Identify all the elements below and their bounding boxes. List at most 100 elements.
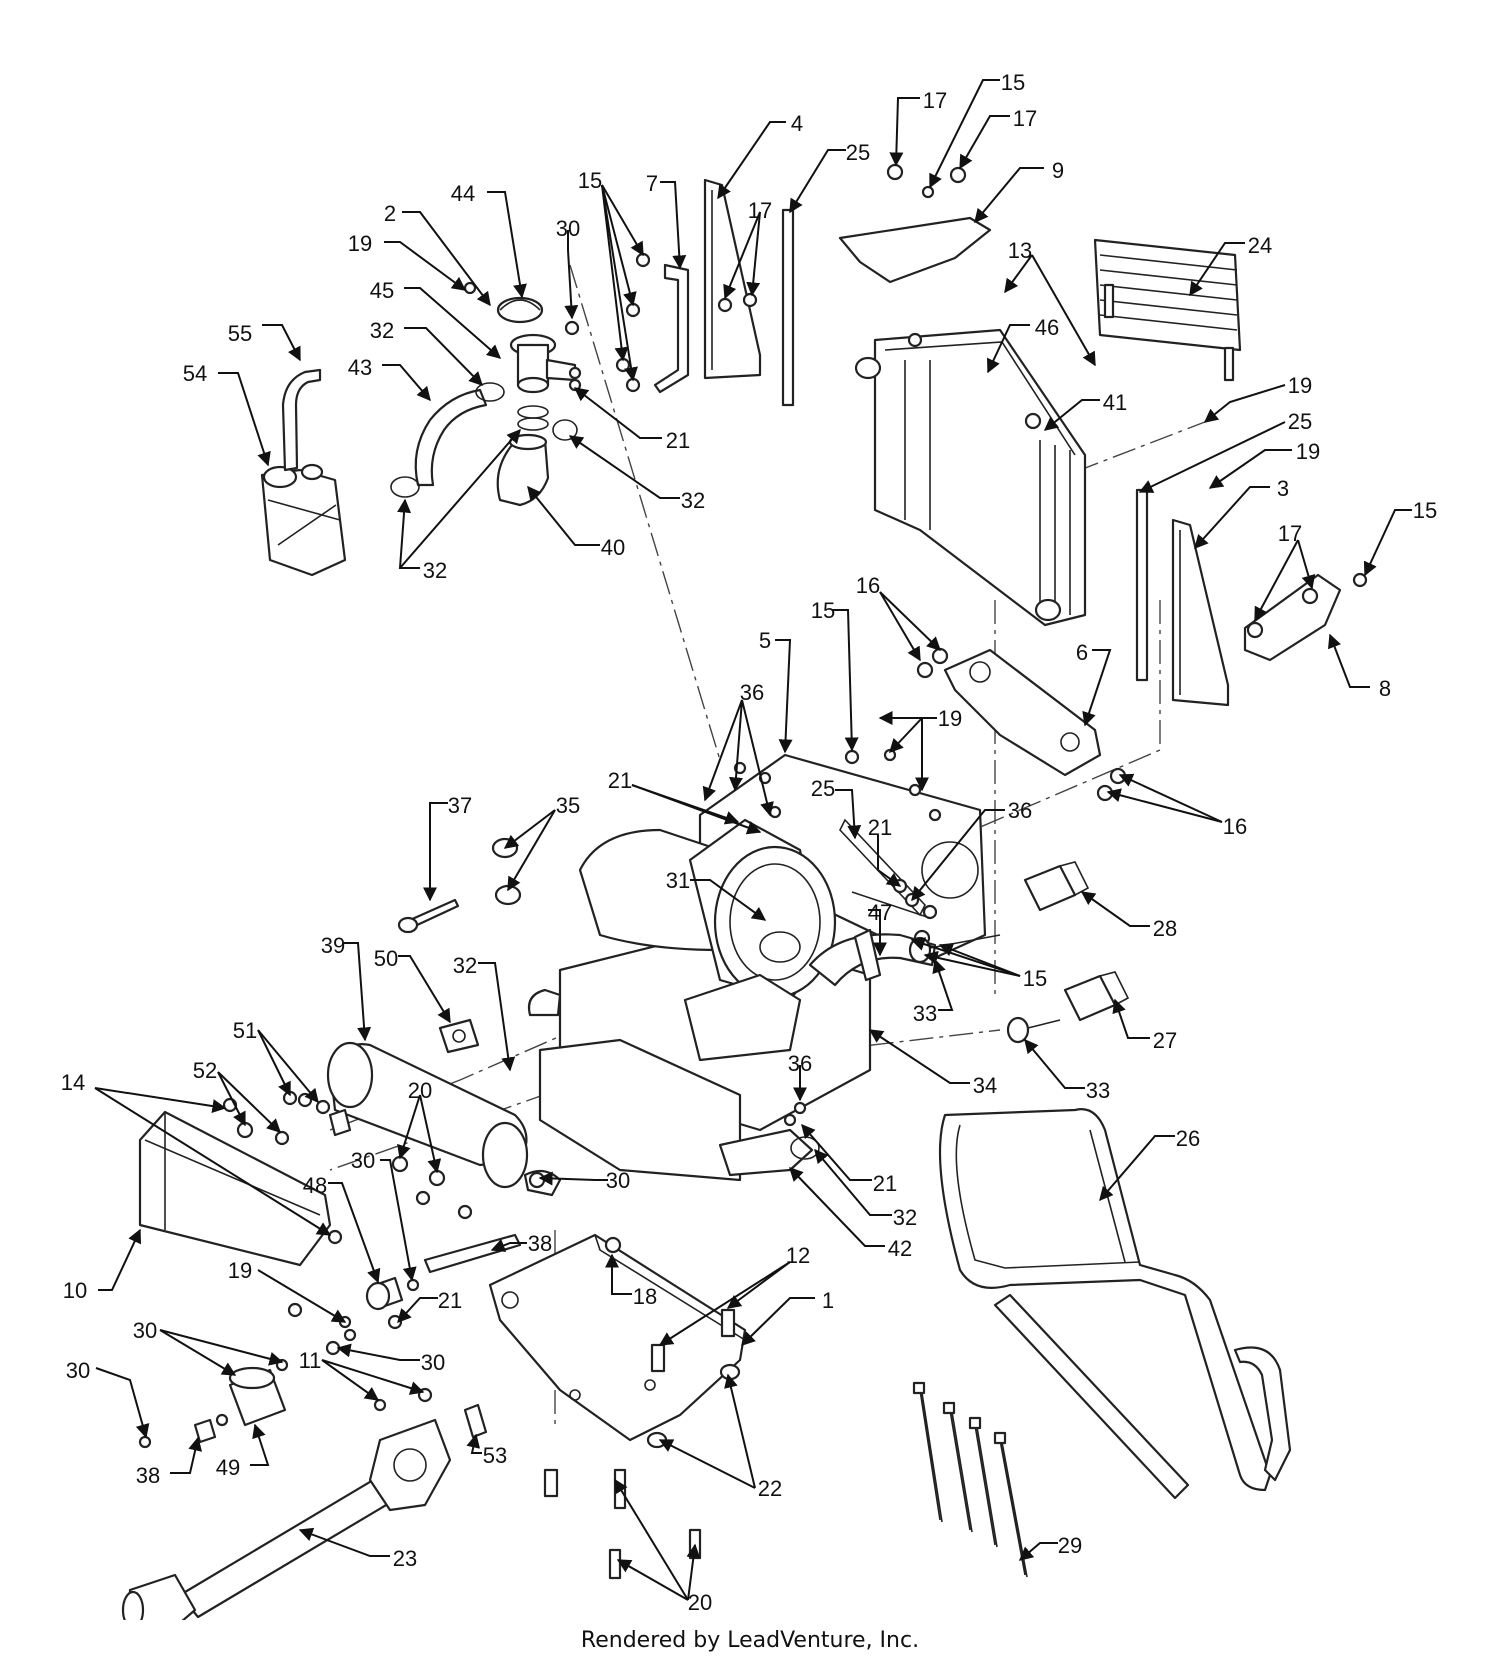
callout-label: 32 (423, 558, 447, 583)
callout-leader (690, 879, 767, 921)
callout-label: 20 (408, 1078, 432, 1103)
side-shield (1243, 572, 1368, 662)
callout-leader (321, 1359, 425, 1395)
callout-leader (835, 789, 862, 840)
radiator-bracket-right (1171, 518, 1230, 707)
callout-label: 47 (868, 900, 892, 925)
callout-label: 14 (61, 1070, 85, 1095)
callout-leader (868, 909, 887, 957)
radiator-core (854, 328, 1087, 627)
callout-leader (527, 485, 600, 546)
callout-label: 32 (681, 488, 705, 513)
callout-leader (217, 1071, 246, 1127)
fuel-filter (138, 1358, 289, 1449)
callout-label: 17 (748, 198, 772, 223)
thermostat-housing (509, 333, 577, 394)
callout-leader (741, 699, 774, 817)
callout-leader (601, 184, 638, 382)
callout-leader (660, 181, 687, 270)
callout-label: 15 (1023, 966, 1047, 991)
callout-label: 30 (133, 1318, 157, 1343)
callout-leader (564, 230, 579, 320)
callout-leader (170, 1436, 203, 1474)
callout-label: 10 (63, 1278, 87, 1303)
callout-leader (932, 958, 954, 1011)
spacer-tube (423, 1233, 522, 1274)
callout-leader (1208, 449, 1292, 489)
callout-leader (1043, 399, 1100, 431)
callout-leader (466, 1433, 482, 1454)
callout-leader (94, 1087, 227, 1114)
seal-strip-upper (781, 208, 795, 407)
callout-label: 34 (973, 1073, 997, 1098)
callout-leader (929, 79, 1000, 189)
callout-label: 15 (811, 598, 835, 623)
render-credit: Rendered by LeadVenture, Inc. (580, 1628, 920, 1653)
callout-label: 15 (1001, 70, 1025, 95)
callout-leader (601, 184, 644, 257)
callout-leader (419, 1094, 442, 1174)
heat-shield (138, 1097, 343, 1318)
dipstick-plug (397, 898, 460, 934)
callout-label: 36 (740, 680, 764, 705)
callout-label: 19 (1296, 439, 1320, 464)
callout-label: 33 (1086, 1078, 1110, 1103)
callout-leader (717, 121, 786, 200)
callout-leader (702, 699, 743, 802)
callout-leader (98, 1228, 142, 1291)
callout-leader (658, 1439, 756, 1489)
callout-label: 24 (1248, 233, 1272, 258)
callout-leader (1018, 1542, 1058, 1561)
callout-label: 6 (1076, 640, 1088, 665)
callout-leader (728, 699, 743, 792)
callout-label: 32 (453, 953, 477, 978)
hood-seal (938, 1108, 1292, 1500)
callout-label: 33 (913, 1001, 937, 1026)
overflow-hose (281, 368, 322, 472)
seal-strip-side (1135, 488, 1149, 682)
callout-leader (1194, 486, 1270, 550)
callout-leader (573, 387, 662, 439)
callout-leader (1024, 1038, 1085, 1089)
callout-label: 30 (351, 1148, 375, 1173)
hose-clamps-upper (390, 382, 578, 498)
callout-leader (404, 287, 502, 359)
callout-label: 1 (822, 1288, 834, 1313)
callout-label: 19 (938, 706, 962, 731)
callout-label: 42 (888, 1236, 912, 1261)
callout-leader (789, 1166, 885, 1247)
callout-label: 18 (633, 1284, 657, 1309)
callout-leader (399, 428, 521, 569)
callout-leader (257, 1029, 291, 1097)
callout-label: 27 (1153, 1028, 1177, 1053)
callout-leader (397, 1094, 421, 1160)
callout-label: 9 (1052, 158, 1064, 183)
callout-leader (478, 962, 516, 1072)
callout-label: 3 (1277, 476, 1289, 501)
engine-mount-plate (488, 1233, 747, 1442)
callout-label: 17 (1278, 521, 1302, 546)
callout-label: 51 (233, 1018, 257, 1043)
callout-leader (344, 942, 372, 1042)
callout-leader (321, 1359, 380, 1401)
callout-leader (959, 115, 1010, 170)
callout-leader (724, 1373, 756, 1489)
callout-label: 7 (646, 171, 658, 196)
callout-leader (616, 1559, 689, 1601)
callout-leader (740, 1297, 815, 1346)
callout-leader (1327, 633, 1370, 688)
callout-leader (487, 191, 527, 299)
callout-leader (1080, 891, 1150, 927)
callout-label: 16 (856, 573, 880, 598)
callout-label: 21 (868, 815, 892, 840)
callout-leader (601, 184, 629, 362)
breather-tube (853, 928, 882, 982)
callout-label: 46 (1035, 315, 1059, 340)
callout-label: 30 (606, 1168, 630, 1193)
callout-leader (217, 1071, 282, 1133)
callout-label: 43 (348, 355, 372, 380)
callout-leader (911, 809, 1005, 902)
callout-leader (814, 1148, 892, 1216)
callout-leader (1118, 773, 1223, 823)
